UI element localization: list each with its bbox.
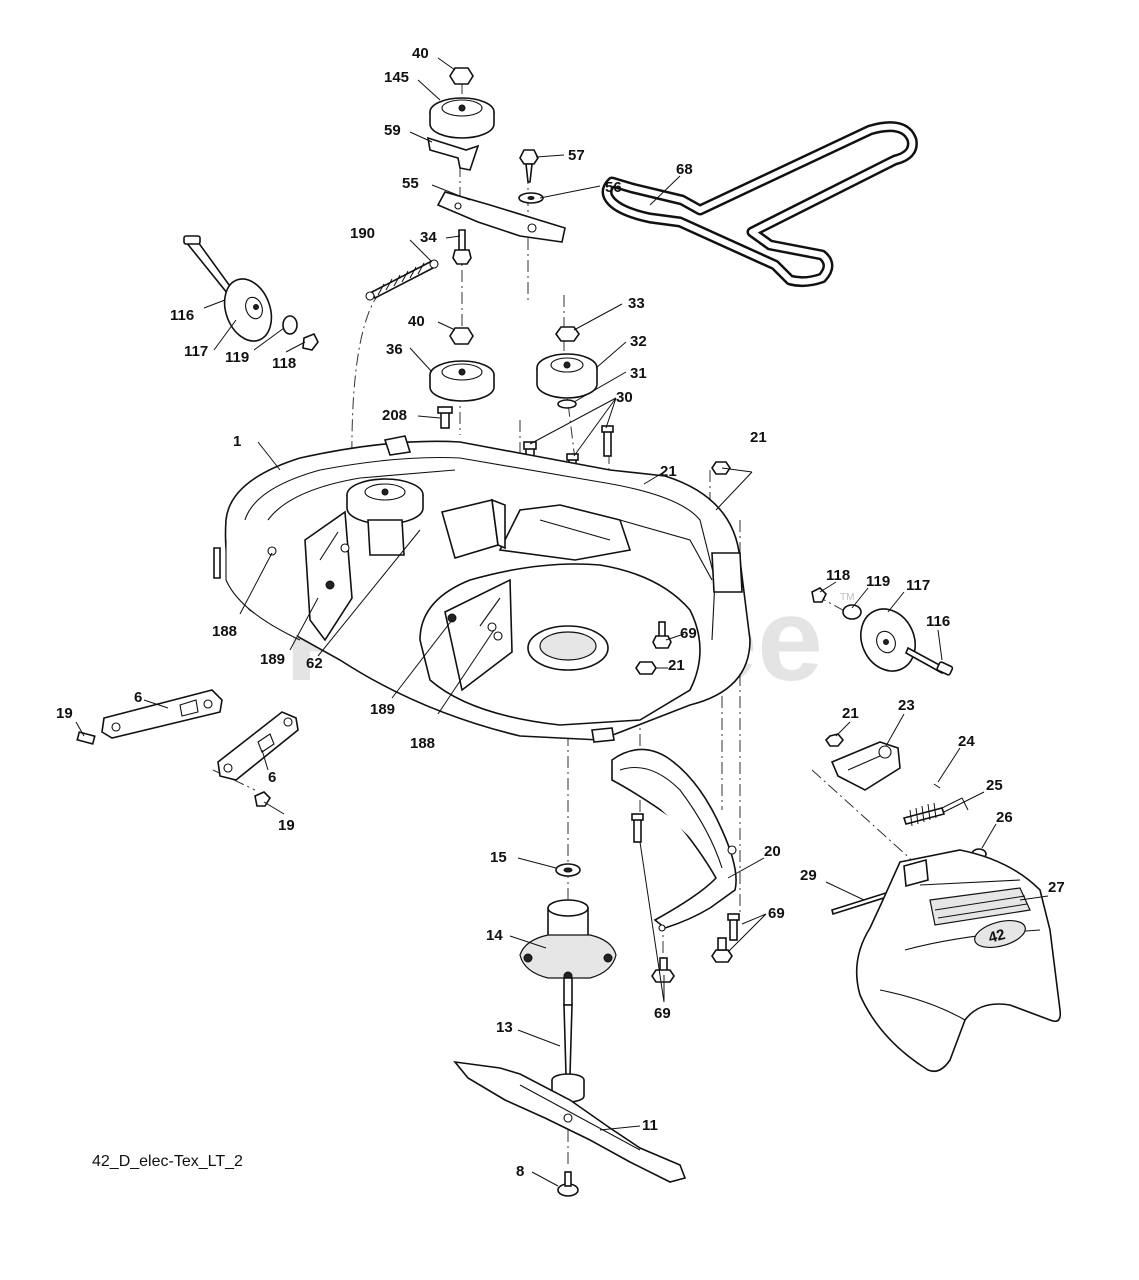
callout-25: 25 [986,777,1003,794]
callout-188-left: 188 [212,623,237,640]
lift-link-upper [76,689,223,745]
callout-21-right: 21 [750,429,767,446]
stepped-pulley [536,326,598,409]
callout-19-upper: 19 [56,705,73,722]
callout-21-bracket: 21 [842,705,859,722]
callout-19-lower: 19 [278,817,295,834]
callout-69-arm: 69 [768,905,785,922]
callout-labels: 40 145 59 57 55 56 68 34 190 116 117 119… [56,45,1065,1180]
callout-117-left: 117 [184,343,208,360]
callout-119-right: 119 [866,573,890,590]
callout-21-top: 21 [660,463,677,480]
chute-hardware [831,783,987,916]
top-idler-pulley [429,67,495,139]
blade-spindle [519,863,617,1103]
callout-68: 68 [676,161,693,178]
callout-62: 62 [306,655,323,672]
diagram-caption: 42_D_elec-Tex_LT_2 [92,1153,243,1170]
drive-belt [601,121,918,288]
callout-8: 8 [516,1163,524,1180]
callout-145: 145 [384,69,409,86]
callout-118-left: 118 [272,355,296,372]
callout-26: 26 [996,809,1013,826]
callout-116-left: 116 [170,307,194,324]
tension-spring [365,259,439,301]
callout-208: 208 [382,407,407,424]
chute-size-badge: 42 [987,926,1008,947]
watermark-trademark: TM [840,592,854,603]
deflector-arm [611,748,740,983]
callout-1: 1 [233,433,241,450]
callout-189-right: 189 [370,701,395,718]
callout-6-upper: 6 [134,689,142,706]
callout-116-right: 116 [926,613,950,630]
callout-11: 11 [642,1117,658,1134]
chute-bracket [824,733,901,791]
callout-57: 57 [568,147,585,164]
callout-29: 29 [800,867,817,884]
callout-24: 24 [958,733,975,750]
callout-27: 27 [1048,879,1065,896]
callout-188-right: 188 [410,735,435,752]
right-gauge-wheel [811,587,954,676]
callout-23: 23 [898,697,915,714]
callout-15: 15 [490,849,507,866]
callout-leaders [75,57,1049,1187]
discharge-chute: 42 [855,849,1062,1073]
callout-36: 36 [386,341,403,358]
callout-14: 14 [486,927,503,944]
callout-20: 20 [764,843,781,860]
callout-31: 31 [630,365,647,382]
callout-55: 55 [402,175,419,192]
callout-13: 13 [496,1019,513,1036]
callout-117-right: 117 [906,577,930,594]
callout-119-left: 119 [225,349,249,366]
pulley-bracket [426,136,480,171]
callout-40: 40 [412,45,429,62]
callout-21-deck: 21 [668,657,685,674]
middle-idler-pulley [429,327,495,402]
mower-deck-housing [213,435,751,743]
callout-59: 59 [384,122,401,139]
callout-69-lower: 69 [654,1005,671,1022]
bolt-34 [452,229,472,265]
deck-hardware-right [635,621,672,675]
callout-34: 34 [420,229,437,246]
callout-190: 190 [350,225,375,242]
callout-30: 30 [616,389,633,406]
mower-blade [453,1060,687,1197]
callout-56: 56 [605,179,622,196]
callout-69-deck: 69 [680,625,697,642]
lift-link-lower [217,711,299,807]
callout-6-lower: 6 [268,769,276,786]
callout-118-right: 118 [826,567,850,584]
callout-40b: 40 [408,313,425,330]
idler-arm [436,149,566,243]
callout-33: 33 [628,295,645,312]
callout-189-left: 189 [260,651,285,668]
left-gauge-wheel [183,235,319,351]
callout-32: 32 [630,333,647,350]
